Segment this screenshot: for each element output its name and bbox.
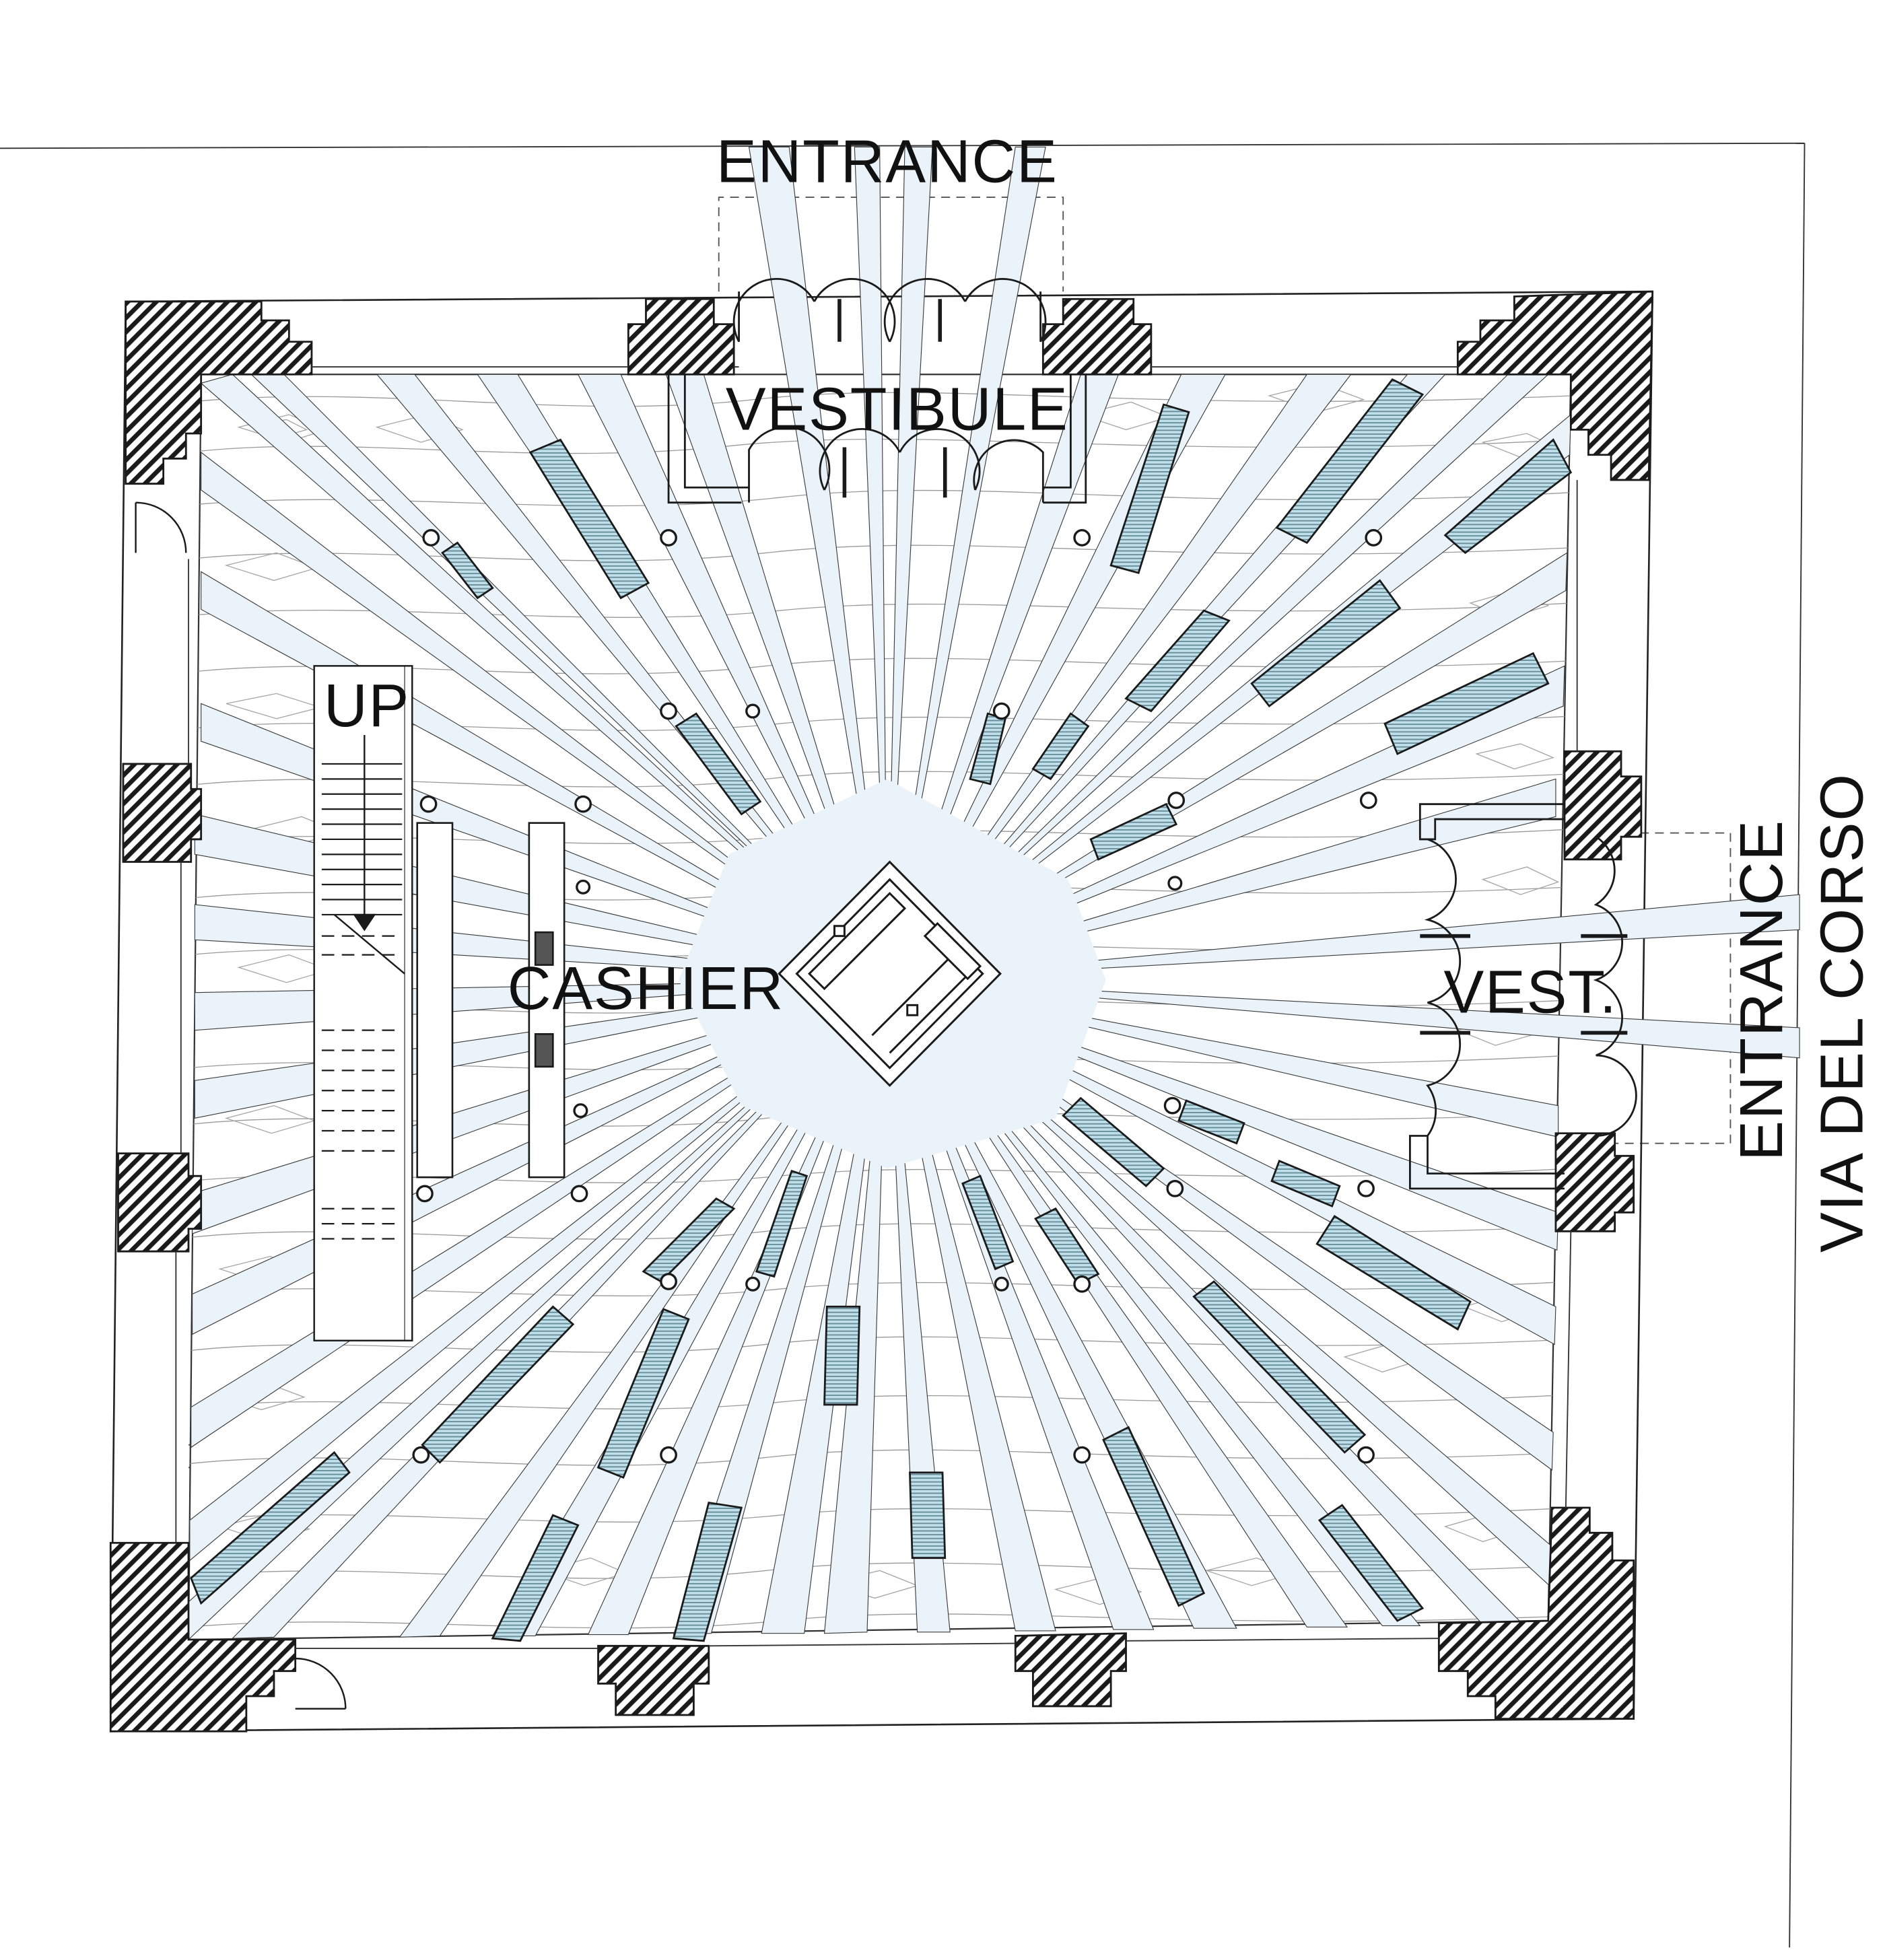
display-shelves xyxy=(190,378,1573,1642)
staircase xyxy=(313,665,413,1341)
vestibule-right xyxy=(1409,803,1637,1190)
central-core xyxy=(778,860,1002,1087)
cashier-counters xyxy=(416,822,566,1179)
label-street: VIA DEL CORSO xyxy=(1808,773,1875,1253)
side-doors xyxy=(135,501,347,1710)
perimeter-windows xyxy=(175,366,1578,1649)
plan-labels: ENTRANCE VESTIBULE UP CASHIER VEST. ENTR… xyxy=(324,128,1875,1253)
label-vest: VEST. xyxy=(1443,958,1617,1026)
structural-piers xyxy=(109,290,1654,1733)
vestibule-top xyxy=(667,278,1087,504)
label-entrance-top: ENTRANCE xyxy=(716,128,1058,195)
label-cashier: CASHIER xyxy=(508,954,784,1022)
columns xyxy=(412,529,1383,1464)
label-entrance-right: ENTRANCE xyxy=(1727,819,1795,1161)
label-up: UP xyxy=(324,672,410,739)
label-vestibule: VESTIBULE xyxy=(726,375,1069,442)
